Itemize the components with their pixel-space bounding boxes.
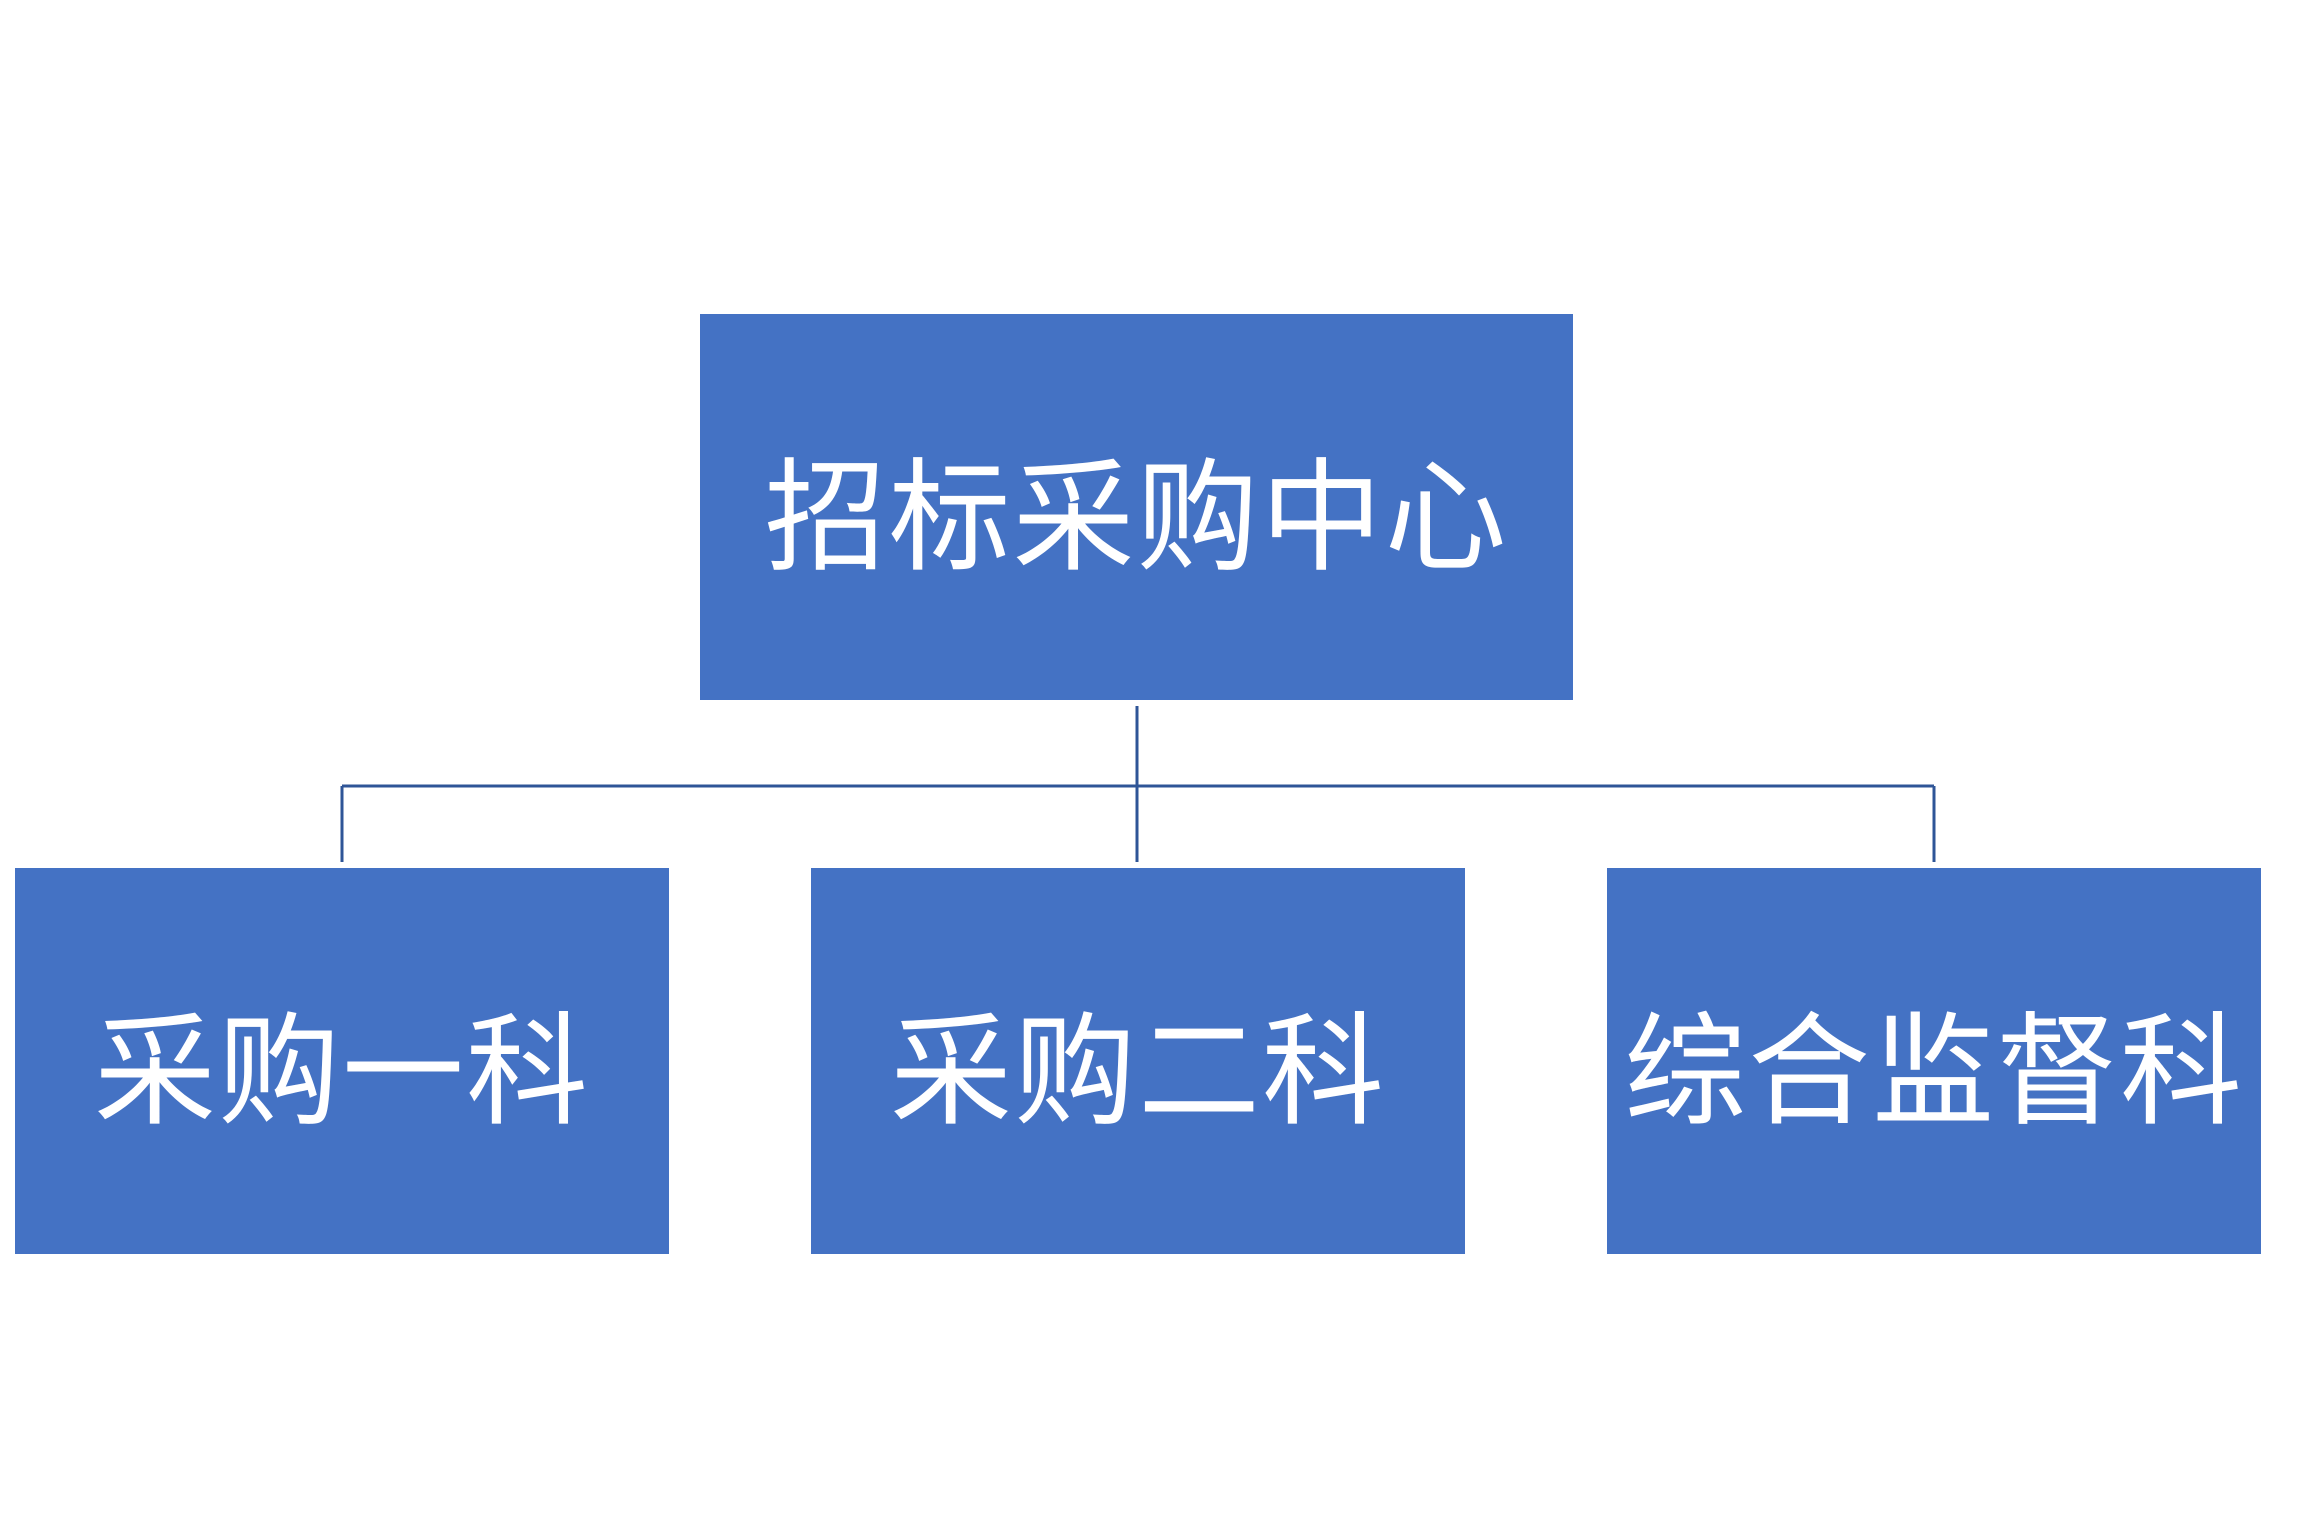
node-child-1-label: 采购一科 (94, 1000, 590, 1143)
node-child-2: 采购二科 (811, 868, 1465, 1254)
node-child-3: 综合监督科 (1607, 868, 2261, 1254)
node-child-2-label: 采购二科 (890, 1000, 1386, 1143)
node-child-1: 采购一科 (15, 868, 669, 1254)
node-root-label: 招标采购中心 (764, 446, 1509, 589)
node-child-3-label: 综合监督科 (1624, 1000, 2244, 1143)
node-root: 招标采购中心 (700, 314, 1573, 700)
